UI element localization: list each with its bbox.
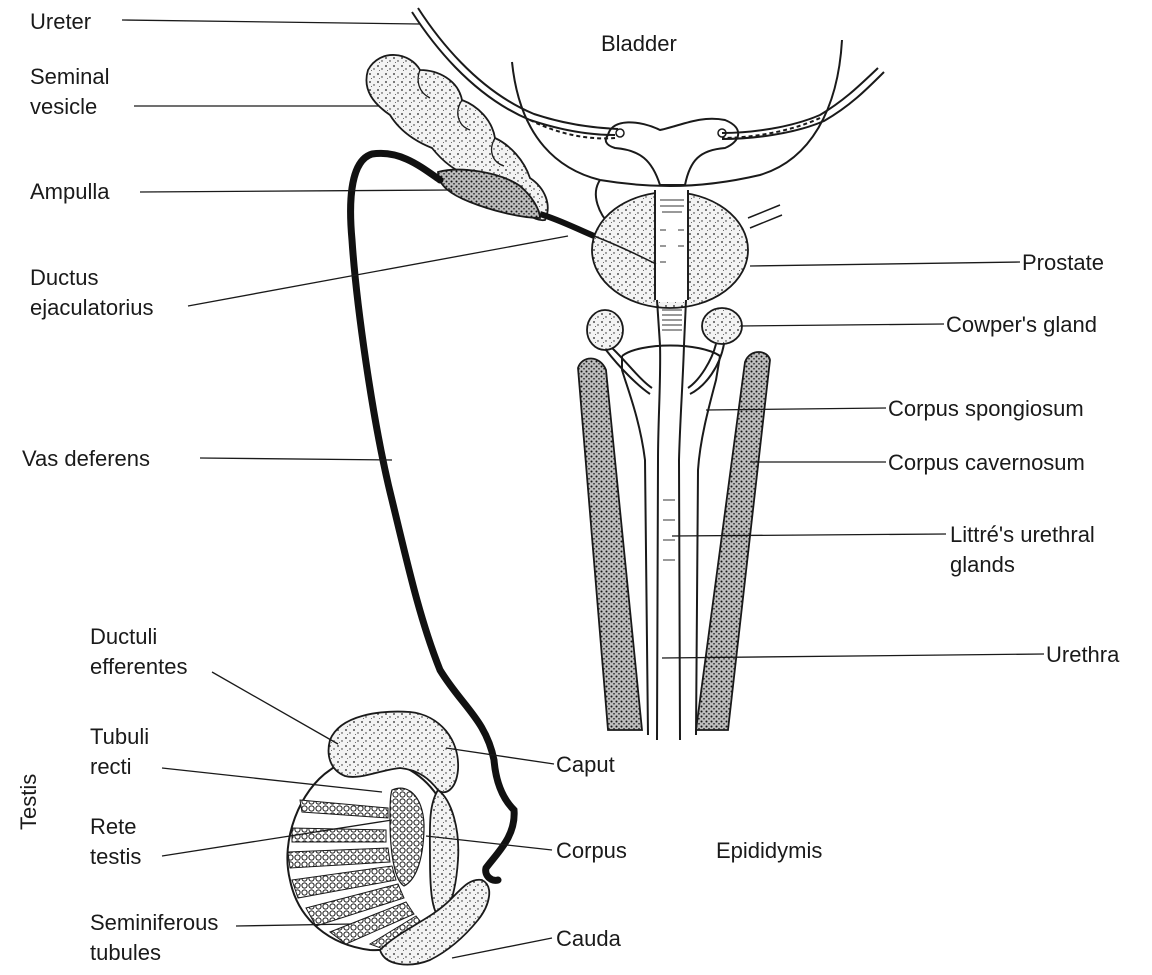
leader-lines [122,20,1044,958]
label-corpus-cavernosum: Corpus cavernosum [888,450,1085,475]
label-seminiferous-line1: Seminiferous [90,910,218,935]
label-ductuli-line2: efferentes [90,654,187,679]
label-corpus: Corpus [556,838,627,863]
prostate [592,190,782,308]
label-rete-line1: Rete [90,814,136,839]
rete-testis [390,788,424,886]
label-urethra: Urethra [1046,642,1120,667]
label-tubuli-line1: Tubuli [90,724,149,749]
label-tubuli-line2: recti [90,754,132,779]
label-littres-line2: glands [950,552,1015,577]
label-ductus-line1: Ductus [30,265,98,290]
label-cauda: Cauda [556,926,622,951]
label-ampulla: Ampulla [30,179,110,204]
cowpers-gland [587,308,742,394]
labels: Ureter Bladder Seminal vesicle Ampulla D… [16,9,1120,965]
label-ureter: Ureter [30,9,91,34]
label-vas-deferens: Vas deferens [22,446,150,471]
label-rete-line2: testis [90,844,141,869]
label-seminal-vesicle-line2: vesicle [30,94,97,119]
corpus-cavernosum [578,352,770,730]
label-testis: Testis [16,774,41,830]
urethra [657,345,684,740]
label-bladder: Bladder [601,31,677,56]
label-ductus-line2: ejaculatorius [30,295,154,320]
label-littres-line1: Littré's urethral [950,522,1095,547]
label-seminiferous-line2: tubules [90,940,161,965]
label-cowpers-gland: Cowper's gland [946,312,1097,337]
label-ductuli-line1: Ductuli [90,624,157,649]
label-prostate: Prostate [1022,250,1104,275]
label-corpus-spongiosum: Corpus spongiosum [888,396,1084,421]
epididymis-caput [329,712,459,793]
bladder-neck [606,119,738,185]
label-caput: Caput [556,752,615,777]
label-epididymis: Epididymis [716,838,822,863]
label-seminal-vesicle-line1: Seminal [30,64,109,89]
